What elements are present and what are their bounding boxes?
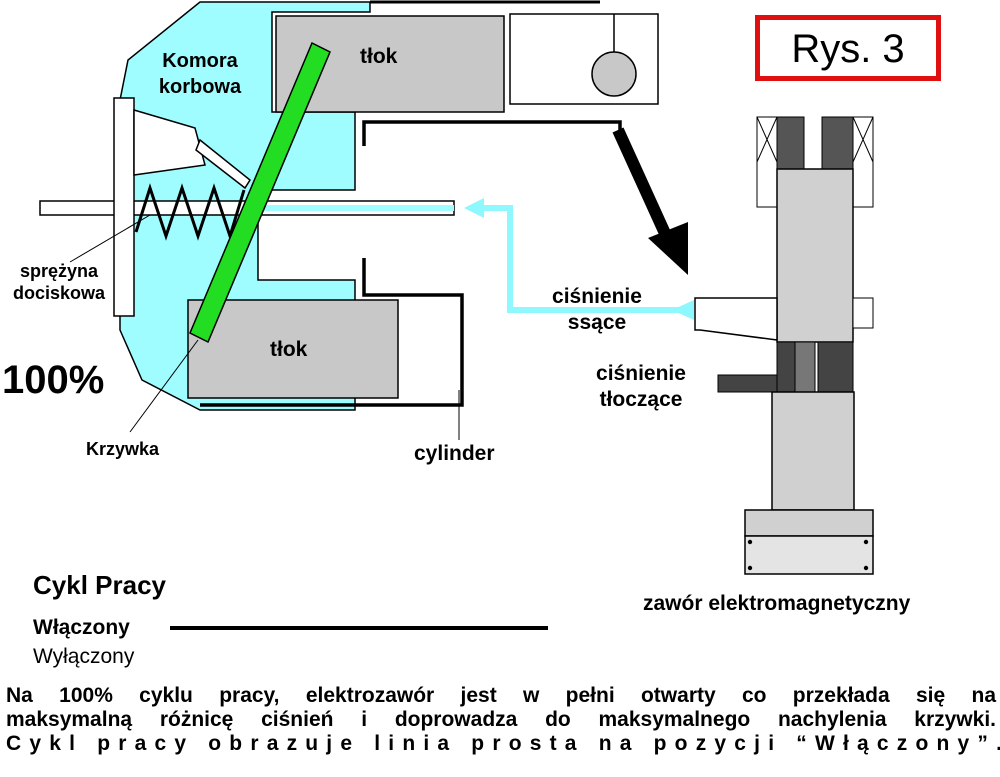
linkage-arm [195,138,251,190]
valve-body [776,168,854,343]
valve-base [744,509,874,537]
discharge-pressure-line2: tłoczące [599,388,683,411]
suction-pressure-line2: ssące [567,311,627,334]
valve-coil-left-x2 [756,116,778,163]
description-line2: maksymalną różnicę ciśnień i doprowadza … [6,708,996,731]
valve-ball [591,51,637,97]
suction-arrow-head-right [672,300,694,320]
discharge-pressure-line1: ciśnienie [596,362,686,385]
crank-chamber-label: Komora korbowa [150,48,250,100]
front-plate [113,97,135,317]
spring-label-line1: sprężyna [19,261,99,281]
flow-arrow [612,127,674,243]
cylinder-label: cylinder [414,442,495,465]
valve-lower-body [771,391,855,511]
valve-outlet-port [717,374,778,393]
piston-top-label: tłok [360,45,398,68]
hub-wedge [133,108,206,176]
suction-arrow-head [464,198,484,218]
valve-plug-pin [863,539,869,545]
valve-block-top [509,13,659,105]
discharge-pressure-label: ciśnienie tłoczące [582,361,700,413]
description-line3: Cykl pracy obrazuje linia prosta na pozy… [6,732,1000,755]
valve-plug [744,535,874,575]
flow-arrow-head [648,222,688,275]
piston-bottom [187,299,399,399]
spring-label: sprężyna dociskowa [0,260,118,304]
valve-coil-right-x2 [852,116,874,163]
valve-coil-right [852,116,874,208]
valve-inlet-port [694,297,778,341]
valve-plug-pin [747,539,753,545]
pressure-spring [134,183,246,241]
description: Na 100% cyklu pracy, elektrozawór jest w… [6,684,1000,756]
swash-plate [189,41,331,344]
suction-pressure-line1: ciśnienie [552,285,642,308]
crank-chamber-label-line1: Komora [162,50,238,72]
piston-bottom-label: tłok [270,338,308,361]
valve-core-left [776,116,805,170]
valve-plug-pin [747,565,753,571]
valve-dark-mid [794,341,816,393]
duty-cycle-state-off: Wyłączony [33,645,135,668]
spring-leader [69,214,151,263]
swash-plate-label: Krzywka [86,439,160,459]
valve-side-port [852,297,874,329]
spring-label-line2: dociskowa [12,283,106,303]
crank-chamber-label-line2: korbowa [158,76,242,98]
duty-percent: 100% [2,358,105,402]
duty-cycle-line [170,626,548,630]
solenoid-valve-label: zawór elektromagnetyczny [643,592,911,615]
suction-pressure-label: ciśnienie ssące [538,284,656,336]
duty-cycle-state-on: Włączony [33,616,130,639]
cylinder-wall-top [362,120,622,146]
valve-plug-pin [863,565,869,571]
valve-dark-right [817,341,854,393]
figure-label: Rys. 3 [755,15,941,81]
suction-arrow-line [478,205,690,313]
duty-cycle-title: Cykl Pracy [33,570,166,600]
valve-core-right [821,116,854,170]
swash-leader [129,339,199,433]
cylinder-wall-bottom [200,258,464,407]
valve-dark-left [776,341,796,393]
description-line1: Na 100% cyklu pracy, elektrozawór jest w… [6,684,996,707]
valve-coil-left [756,116,778,208]
